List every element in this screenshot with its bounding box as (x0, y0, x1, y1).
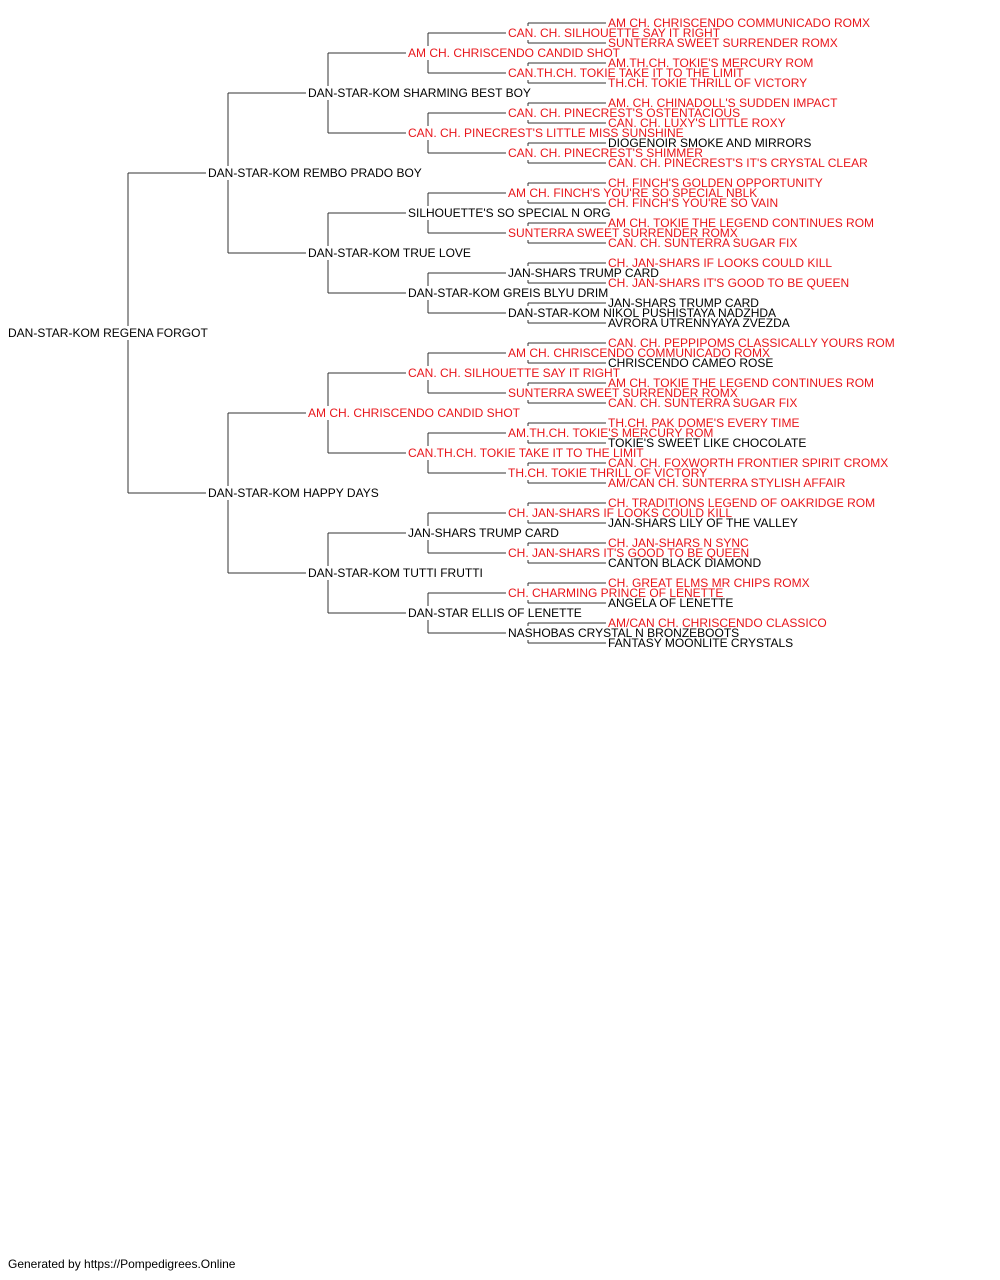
ancestor-name: CAN. CH. SILHOUETTE SAY IT RIGHT (508, 26, 721, 40)
ancestor-name: AM CH. CHRISCENDO CANDID SHOT (408, 46, 621, 60)
ancestor-name: DAN-STAR-KOM REMBO PRADO BOY (208, 166, 422, 180)
footer-credit: Generated by https://Pompedigrees.Online (8, 1257, 236, 1271)
ancestor-name: AM CH. CHRISCENDO CANDID SHOT (308, 406, 521, 420)
ancestor-name: SUNTERRA SWEET SURRENDER ROMX (508, 386, 738, 400)
ancestor-name: CAN. CH. FOXWORTH FRONTIER SPIRIT CROMX (608, 456, 888, 470)
ancestor-name: SUNTERRA SWEET SURRENDER ROMX (508, 226, 738, 240)
ancestor-name: AVRORA UTRENNYAYA ZVEZDA (608, 316, 790, 330)
ancestor-name: AM CH. FINCH'S YOU'RE SO SPECIAL NBLK (508, 186, 757, 200)
ancestor-name: CAN. CH. SUNTERRA SUGAR FIX (608, 236, 797, 250)
ancestor-name: DAN-STAR-KOM TUTTI FRUTTI (308, 566, 483, 580)
ancestor-name: AM CH. TOKIE THE LEGEND CONTINUES ROM (608, 376, 874, 390)
ancestor-name: SUNTERRA SWEET SURRENDER ROMX (608, 36, 838, 50)
ancestor-name: DAN-STAR-KOM TRUE LOVE (308, 246, 471, 260)
ancestor-name: CAN. CH. SILHOUETTE SAY IT RIGHT (408, 366, 621, 380)
ancestor-name: JAN-SHARS TRUMP CARD (508, 266, 659, 280)
ancestor-name: JAN-SHARS TRUMP CARD (608, 296, 759, 310)
ancestor-name: TOKIE'S SWEET LIKE CHOCOLATE (608, 436, 806, 450)
ancestor-name: FANTASY MOONLITE CRYSTALS (608, 636, 793, 650)
connector-lines (127, 22, 606, 644)
ancestor-name: DAN-STAR-KOM GREIS BLYU DRIM (408, 286, 608, 300)
ancestor-name: CH. GREAT ELMS MR CHIPS ROMX (608, 576, 810, 590)
ancestor-name: CH. TRADITIONS LEGEND OF OAKRIDGE ROM (608, 496, 875, 510)
ancestor-name: DAN-STAR-KOM HAPPY DAYS (208, 486, 379, 500)
ancestor-name: AM.TH.CH. TOKIE'S MERCURY ROM (608, 56, 813, 70)
ancestor-name: CAN.TH.CH. TOKIE TAKE IT TO THE LIMIT (508, 66, 744, 80)
ancestor-name: AM/CAN CH. SUNTERRA STYLISH AFFAIR (608, 476, 846, 490)
ancestor-name: CH. JAN-SHARS IT'S GOOD TO BE QUEEN (508, 546, 749, 560)
ancestor-name: DAN-STAR-KOM NIKOL PUSHISTAYA NADZHDA (508, 306, 776, 320)
ancestor-name: CH. CHARMING PRINCE OF LENETTE (508, 586, 723, 600)
ancestor-name: TH.CH. TOKIE THRILL OF VICTORY (608, 76, 807, 90)
subject-name: DAN-STAR-KOM REGENA FORGOT (8, 326, 208, 340)
ancestor-name: CH. JAN-SHARS IF LOOKS COULD KILL (508, 506, 732, 520)
ancestor-name: ANGELA OF LENETTE (608, 596, 733, 610)
ancestor-name: CAN. CH. PINECREST'S SHIMMER (508, 146, 703, 160)
ancestor-name: TH.CH. TOKIE THRILL OF VICTORY (508, 466, 707, 480)
ancestor-name: CAN. CH. PEPPIPOMS CLASSICALLY YOURS ROM (608, 336, 895, 350)
ancestor-name: CH. JAN-SHARS IF LOOKS COULD KILL (608, 256, 832, 270)
ancestor-name: DAN-STAR ELLIS OF LENETTE (408, 606, 582, 620)
ancestor-name: AM CH. CHRISCENDO COMMUNICADO ROMX (608, 16, 870, 30)
ancestor-name: CH. FINCH'S YOU'RE SO VAIN (608, 196, 778, 210)
ancestor-name: NASHOBAS CRYSTAL N BRONZEBOOTS (508, 626, 739, 640)
ancestor-name: AM. CH. CHINADOLL'S SUDDEN IMPACT (608, 96, 838, 110)
ancestor-name: JAN-SHARS TRUMP CARD (408, 526, 559, 540)
ancestor-name: CHRISCENDO CAMEO ROSE (608, 356, 773, 370)
ancestor-name: CAN.TH.CH. TOKIE TAKE IT TO THE LIMIT (408, 446, 644, 460)
ancestor-name: CAN. CH. PINECREST'S LITTLE MISS SUNSHIN… (408, 126, 684, 140)
ancestor-name: CANTON BLACK DIAMOND (608, 556, 761, 570)
ancestor-name: AM CH. CHRISCENDO COMMUNICADO ROMX (508, 346, 770, 360)
ancestor-name: CH. FINCH'S GOLDEN OPPORTUNITY (608, 176, 823, 190)
ancestor-name: JAN-SHARS LILY OF THE VALLEY (608, 516, 798, 530)
ancestor-name: CAN. CH. PINECREST'S IT'S CRYSTAL CLEAR (608, 156, 868, 170)
ancestor-name: AM.TH.CH. TOKIE'S MERCURY ROM (508, 426, 713, 440)
ancestor-name: AM/CAN CH. CHRISCENDO CLASSICO (608, 616, 827, 630)
ancestor-name: CH. JAN-SHARS IT'S GOOD TO BE QUEEN (608, 276, 849, 290)
ancestor-name: CH. JAN-SHARS N SYNC (608, 536, 749, 550)
ancestor-name: CAN. CH. LUXY'S LITTLE ROXY (608, 116, 786, 130)
ancestor-name: DIOGENOIR SMOKE AND MIRRORS (608, 136, 811, 150)
ancestor-name: SILHOUETTE'S SO SPECIAL N ORG (408, 206, 611, 220)
pedigree-names: AM CH. CHRISCENDO COMMUNICADO ROMX SUNTER… (8, 16, 895, 650)
ancestor-name: CAN. CH. PINECREST'S OSTENTACIOUS (508, 106, 740, 120)
ancestor-name: CAN. CH. SUNTERRA SUGAR FIX (608, 396, 797, 410)
ancestor-name: AM CH. TOKIE THE LEGEND CONTINUES ROM (608, 216, 874, 230)
ancestor-name: TH.CH. PAK DOME'S EVERY TIME (608, 416, 799, 430)
ancestor-name: DAN-STAR-KOM SHARMING BEST BOY (308, 86, 531, 100)
